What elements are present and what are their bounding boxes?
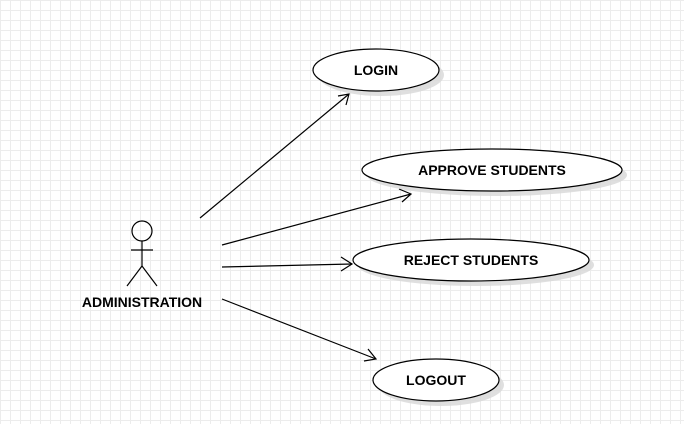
association-line — [199, 93, 350, 219]
association-reject-students[interactable] — [221, 256, 354, 272]
use-case-ellipse — [312, 48, 440, 92]
arrow-head — [337, 93, 350, 106]
use-case-ellipse — [352, 238, 590, 282]
use-case-approve-students[interactable]: APPROVE STUDENTS — [361, 148, 627, 196]
use-case-label: REJECT STUDENTS — [404, 252, 539, 268]
use-case-ellipse — [372, 358, 500, 402]
actor-label: ADMINISTRATION — [82, 294, 202, 310]
use-case-label: APPROVE STUDENTS — [418, 162, 566, 178]
use-case-login[interactable]: LOGIN — [312, 48, 444, 96]
arrow-head — [398, 188, 413, 203]
association-login[interactable] — [199, 93, 350, 219]
actor-administration[interactable]: ADMINISTRATION — [82, 220, 202, 310]
association-line — [221, 263, 353, 268]
use-case-logout[interactable]: LOGOUT — [372, 358, 504, 406]
actor-right-leg — [141, 265, 158, 287]
arrow-head — [340, 256, 354, 272]
use-case-reject-students[interactable]: REJECT STUDENTS — [352, 238, 594, 286]
association-line — [221, 193, 412, 246]
association-approve-students[interactable] — [221, 188, 413, 246]
use-case-label: LOGIN — [354, 62, 398, 78]
actor-left-leg — [126, 265, 143, 287]
use-case-label: LOGOUT — [406, 372, 466, 388]
actor-head — [131, 220, 153, 242]
association-line — [221, 298, 377, 360]
use-case-ellipse — [361, 148, 623, 192]
association-logout[interactable] — [221, 298, 378, 362]
arrow-head — [363, 348, 378, 362]
